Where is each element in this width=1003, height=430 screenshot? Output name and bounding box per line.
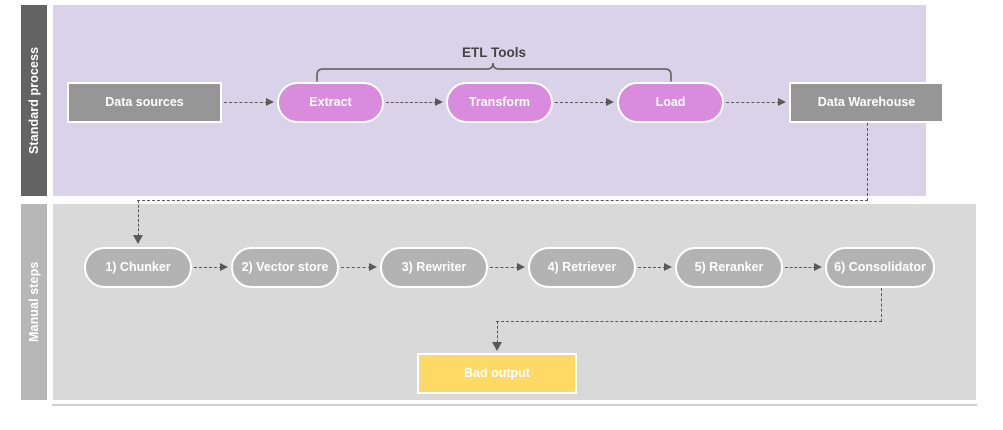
etl-tools-bracket-icon [316,62,672,82]
edge-into-bad-output-vertical [497,321,498,343]
lane-label-manual-steps: Manual steps [20,203,48,401]
edge-data-sources-to-extract [224,102,268,103]
edge-vector-store-to-rewriter [341,267,371,268]
lane-label-standard-process: Standard process [20,4,48,197]
node-extract[interactable]: Extract [277,82,384,123]
arrowhead-extract-to-transform [435,98,443,106]
edge-data-warehouse-down [867,123,868,201]
arrowhead-reranker-to-consolidator [814,263,822,271]
arrowhead-data-sources-to-extract [266,98,274,106]
node-load[interactable]: Load [617,82,724,123]
arrowhead-retriever-to-reranker [664,263,672,271]
node-consolidator[interactable]: 6) Consolidator [825,247,935,288]
edge-data-warehouse-to-chunker-horizontal [137,200,868,201]
node-vector-store[interactable]: 2) Vector store [231,247,339,288]
node-transform[interactable]: Transform [446,82,553,123]
edge-chunker-to-vector-store [194,267,222,268]
arrowhead-into-chunker [133,235,143,244]
bottom-divider [52,404,977,406]
arrowhead-into-bad-output [492,342,502,351]
edge-retriever-to-reranker [638,267,666,268]
edge-reranker-to-consolidator [785,267,816,268]
node-data-warehouse[interactable]: Data Warehouse [789,82,944,123]
etl-tools-label: ETL Tools [462,45,526,60]
node-retriever[interactable]: 4) Retriever [528,247,636,288]
edge-transform-to-load [555,102,608,103]
node-reranker[interactable]: 5) Reranker [675,247,783,288]
arrowhead-rewriter-to-retriever [517,263,525,271]
node-bad-output[interactable]: Bad output [417,353,577,394]
node-rewriter[interactable]: 3) Rewriter [380,247,488,288]
node-chunker[interactable]: 1) Chunker [84,247,192,288]
arrowhead-load-to-data-warehouse [778,98,786,106]
arrowhead-chunker-to-vector-store [220,263,228,271]
arrowhead-transform-to-load [606,98,614,106]
edge-rewriter-to-retriever [490,267,519,268]
arrowhead-vector-store-to-rewriter [369,263,377,271]
edge-into-chunker-vertical [138,200,139,236]
edge-load-to-data-warehouse [726,102,780,103]
edge-consolidator-to-bad-output-horizontal [496,321,882,322]
edge-extract-to-transform [386,102,437,103]
edge-consolidator-down [881,288,882,322]
node-data-sources[interactable]: Data sources [67,82,222,123]
